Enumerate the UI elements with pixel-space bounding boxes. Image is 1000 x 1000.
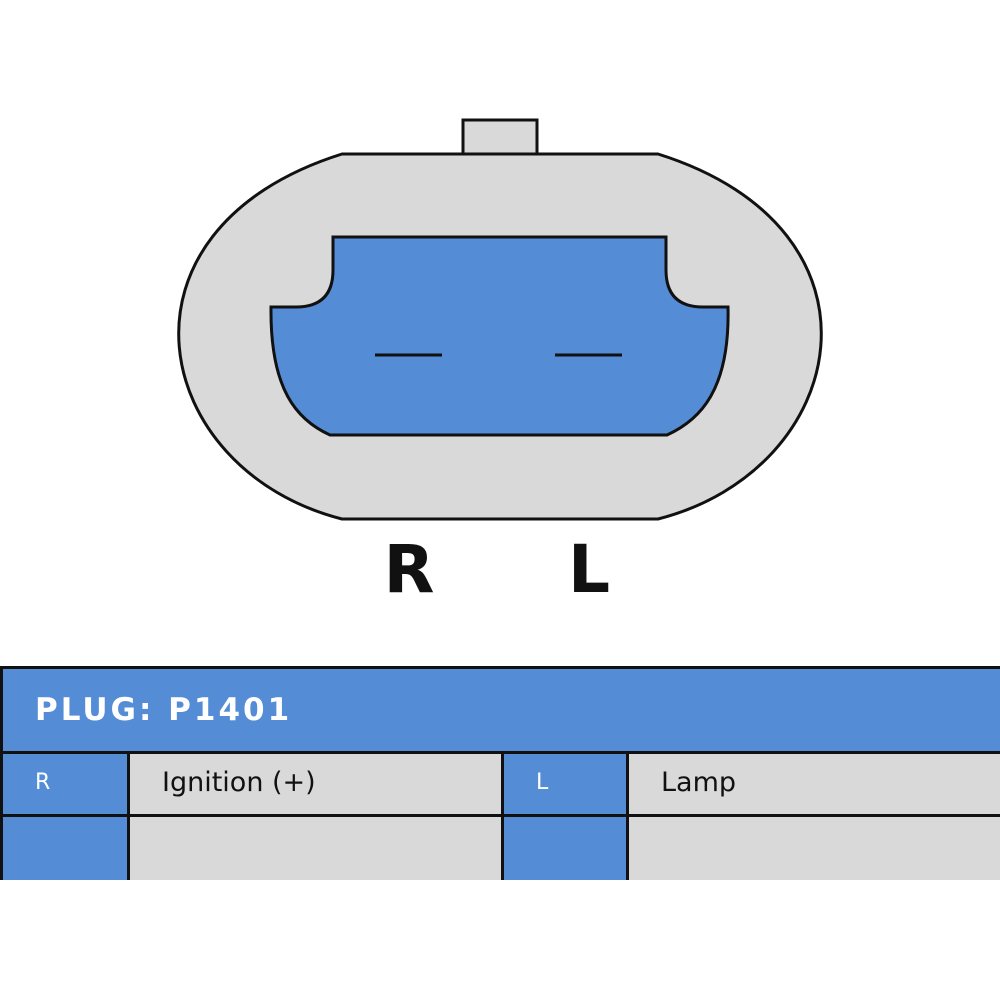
pin-description-cell	[629, 817, 1000, 880]
connector-locking-tab	[461, 118, 539, 160]
plug-title: PLUG: P1401	[3, 669, 1000, 754]
pin-code-cell: L	[504, 754, 629, 817]
pin-code-cell	[3, 817, 130, 880]
pin-code-cell	[504, 817, 629, 880]
plug-table: PLUG: P1401 R Ignition (+) L Lamp	[0, 666, 1000, 880]
connector-diagram	[177, 118, 823, 521]
pin-description-cell: Lamp	[629, 754, 1000, 817]
pin-code-cell: R	[3, 754, 130, 817]
pin-label-l: L	[567, 531, 611, 608]
pin-description-cell	[130, 817, 504, 880]
connector-socket	[269, 235, 730, 437]
pin-description-cell: Ignition (+)	[130, 754, 504, 817]
pin-label-r: R	[383, 531, 435, 608]
